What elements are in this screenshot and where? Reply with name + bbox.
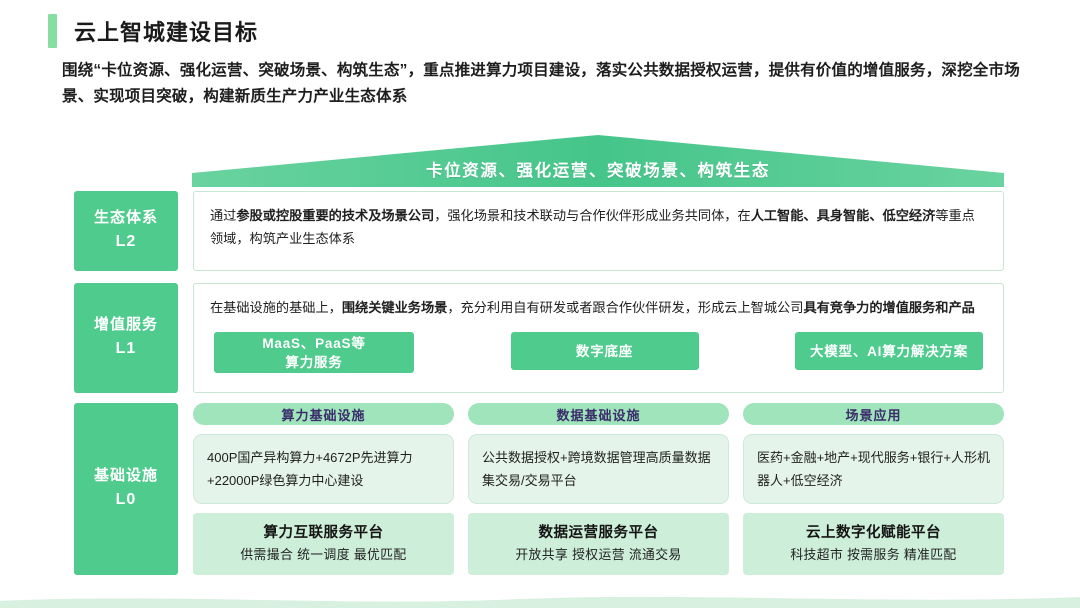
l0-column-header: 场景应用 [743, 403, 1004, 425]
level-l0-column: 场景应用 医药+金融+地产+现代服务+银行+人形机器人+低空经济 云上数字化赋能… [743, 403, 1004, 575]
level-tag-l2-code: L2 [115, 233, 137, 250]
level-tag-l2-name: 生态体系 [93, 209, 158, 226]
level-l1-chip[interactable]: 数字底座 [510, 332, 699, 370]
level-tag-l1: 增值服务 L1 [74, 283, 178, 393]
level-row-l0: 基础设施 L0 算力基础设施 400P国产异构算力+4672P先进算力+2200… [74, 403, 1004, 575]
l0-column-header: 数据基础设施 [468, 403, 729, 425]
level-l0-column: 算力基础设施 400P国产异构算力+4672P先进算力+22000P绿色算力中心… [193, 403, 454, 575]
strategy-diagram: 卡位资源、强化运营、突破场景、构筑生态 生态体系 L2 通过参股或控股重要的技术… [74, 135, 1004, 575]
level-tag-l1-code: L1 [115, 340, 137, 357]
level-tag-l0: 基础设施 L0 [74, 403, 178, 575]
level-row-l2: 生态体系 L2 通过参股或控股重要的技术及场景公司，强化场景和技术联动与合作伙伴… [74, 191, 1004, 271]
l0-column-body: 公共数据授权+跨境数据管理高质量数据集交易/交易平台 [468, 434, 729, 504]
level-l2-description: 通过参股或控股重要的技术及场景公司，强化场景和技术联动与合作伙伴形成业务共同体，… [210, 208, 975, 246]
page-title: 云上智城建设目标 [74, 20, 259, 45]
l0-platform-desc: 科技超市 按需服务 精准匹配 [790, 547, 957, 562]
level-l1-description: 在基础设施的基础上，围绕关键业务场景，充分利用自有研发或者跟合作伙伴研发，形成云… [210, 300, 975, 315]
chip-line-1: 数字底座 [575, 343, 634, 359]
level-l1-chip-list: MaaS、PaaS等 算力服务 数字底座 大模型、AI算力解决方案 [210, 332, 987, 373]
roof-banner: 卡位资源、强化运营、突破场景、构筑生态 [192, 135, 1004, 187]
l0-column-body: 400P国产异构算力+4672P先进算力+22000P绿色算力中心建设 [193, 434, 454, 504]
l0-platform-name: 云上数字化赋能平台 [806, 525, 941, 541]
l0-platform-card[interactable]: 云上数字化赋能平台 科技超市 按需服务 精准匹配 [743, 513, 1004, 575]
l0-column-body: 医药+金融+地产+现代服务+银行+人形机器人+低空经济 [743, 434, 1004, 504]
l0-platform-name: 数据运营服务平台 [538, 525, 659, 541]
level-tag-l0-code: L0 [115, 491, 137, 508]
page-subtitle: 围绕“卡位资源、强化运营、突破场景、构筑生态”，重点推进算力项目建设，落实公共数… [62, 62, 1020, 105]
roof-banner-label: 卡位资源、强化运营、突破场景、构筑生态 [426, 162, 770, 180]
level-panel-l1: 在基础设施的基础上，围绕关键业务场景，充分利用自有研发或者跟合作伙伴研发，形成云… [193, 283, 1004, 393]
level-l1-chip[interactable]: 大模型、AI算力解决方案 [795, 332, 983, 370]
roof-shape-icon [192, 135, 1004, 187]
level-l0-column: 数据基础设施 公共数据授权+跨境数据管理高质量数据集交易/交易平台 数据运营服务… [468, 403, 729, 575]
chip-line-2: 算力服务 [285, 354, 343, 370]
level-panel-l0: 算力基础设施 400P国产异构算力+4672P先进算力+22000P绿色算力中心… [193, 403, 1004, 575]
level-row-l1: 增值服务 L1 在基础设施的基础上，围绕关键业务场景，充分利用自有研发或者跟合作… [74, 283, 1004, 393]
level-tag-l2: 生态体系 L2 [74, 191, 178, 271]
chip-line-1: MaaS、PaaS等 [262, 335, 366, 351]
l0-platform-card[interactable]: 数据运营服务平台 开放共享 授权运营 流通交易 [468, 513, 729, 575]
chip-line-1: 大模型、AI算力解决方案 [809, 343, 969, 359]
l0-platform-desc: 供需撮合 统一调度 最优匹配 [240, 547, 407, 562]
page-title-row: 云上智城建设目标 [48, 14, 258, 48]
l0-platform-name: 算力互联服务平台 [263, 525, 384, 541]
level-panel-l2: 通过参股或控股重要的技术及场景公司，强化场景和技术联动与合作伙伴形成业务共同体，… [193, 191, 1004, 271]
l0-column-header: 算力基础设施 [193, 403, 454, 425]
level-tag-l1-name: 增值服务 [93, 316, 158, 333]
l0-platform-card[interactable]: 算力互联服务平台 供需撮合 统一调度 最优匹配 [193, 513, 454, 575]
level-tag-l0-name: 基础设施 [93, 467, 158, 484]
level-l1-chip[interactable]: MaaS、PaaS等 算力服务 [214, 332, 414, 373]
level-l0-column-list: 算力基础设施 400P国产异构算力+4672P先进算力+22000P绿色算力中心… [193, 403, 1004, 575]
bottom-decoration [0, 596, 1080, 608]
l0-platform-desc: 开放共享 授权运营 流通交易 [515, 547, 682, 562]
title-accent-bar [48, 14, 57, 48]
